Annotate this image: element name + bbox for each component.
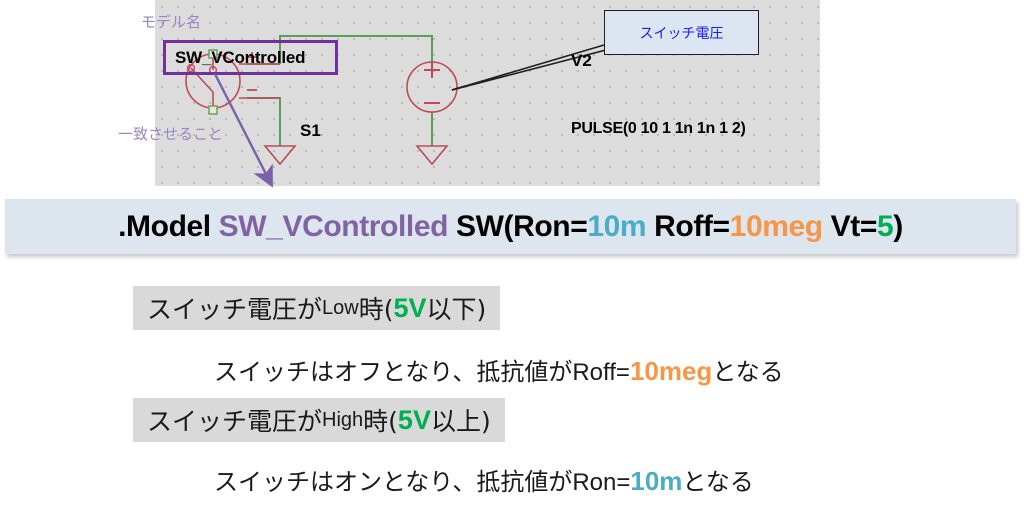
result-on-param: Ron= — [572, 469, 631, 496]
result-on-text: スイッチはオンとなり、抵抗値が — [214, 468, 573, 496]
label-source-designator: V2 — [571, 51, 592, 70]
ron-value-token: 10m — [587, 209, 647, 243]
roff-value-token: 10meg — [729, 209, 823, 243]
wire-switch-minus — [247, 97, 281, 146]
result-row-off: スイッチはオフとなり、抵抗値がRoff=10megとなる — [214, 352, 784, 387]
ground-right — [415, 145, 449, 166]
cond-low-head: スイッチ電圧が — [147, 295, 323, 324]
model-suffix: ) — [893, 209, 903, 243]
label-source-value: PULSE(0 10 1 1n 1n 1 2) — [571, 120, 746, 137]
cond-low-state: Low — [322, 296, 359, 319]
callout-leader — [451, 44, 626, 91]
result-row-on: スイッチはオンとなり、抵抗値がRon=10mとなる — [214, 462, 754, 497]
label-switch-designator: S1 — [300, 121, 321, 140]
annotation-model-name-label: モデル名 — [141, 13, 202, 31]
cond-low-tail: 以下) — [426, 295, 487, 324]
vt-label: Vt= — [822, 209, 878, 243]
annotation-match-label: 一致させること — [118, 125, 224, 143]
callout-switch-voltage: スイッチ電圧 — [604, 10, 759, 55]
model-between: Roff= — [646, 209, 730, 243]
switch-contact — [186, 63, 196, 73]
result-off-text: スイッチはオフとなり、抵抗値が — [214, 358, 573, 386]
result-off-suffix: となる — [712, 358, 784, 386]
model-statement-text: .Model SW_VControlled SW(Ron=10m Roff=10… — [118, 210, 903, 244]
cond-high-open: 時( — [363, 407, 398, 436]
callout-text: スイッチ電圧 — [639, 25, 724, 42]
result-on-value: 10m — [630, 466, 683, 496]
model-middle: SW(Ron= — [448, 209, 588, 243]
voltage-source-v2 — [406, 61, 458, 113]
cond-low-open: 時( — [358, 295, 394, 324]
model-statement-bar: .Model SW_VControlled SW(Ron=10m Roff=10… — [5, 199, 1016, 254]
cond-high-threshold: 5V — [397, 404, 431, 435]
model-name-token: SW_VControlled — [218, 209, 449, 243]
ground-left — [263, 145, 297, 166]
result-off-param: Roff= — [572, 359, 630, 386]
vt-value-token: 5 — [876, 209, 894, 243]
cond-low-threshold: 5V — [393, 292, 427, 323]
cond-high-head: スイッチ電圧が — [147, 407, 323, 436]
result-on-suffix: となる — [682, 468, 754, 496]
model-prefix: .Model — [118, 209, 219, 243]
ground-symbols — [263, 145, 449, 166]
cond-high-state: High — [322, 408, 364, 431]
wire-top — [279, 35, 433, 64]
result-off-value: 10meg — [629, 356, 713, 386]
model-name-highlight-box: SW_VControlled — [163, 40, 338, 75]
node-square-top — [208, 49, 218, 59]
model-name-text: SW_VControlled — [175, 47, 306, 67]
node-square-bottom — [208, 105, 218, 115]
cond-high-tail: 以上) — [430, 407, 491, 436]
